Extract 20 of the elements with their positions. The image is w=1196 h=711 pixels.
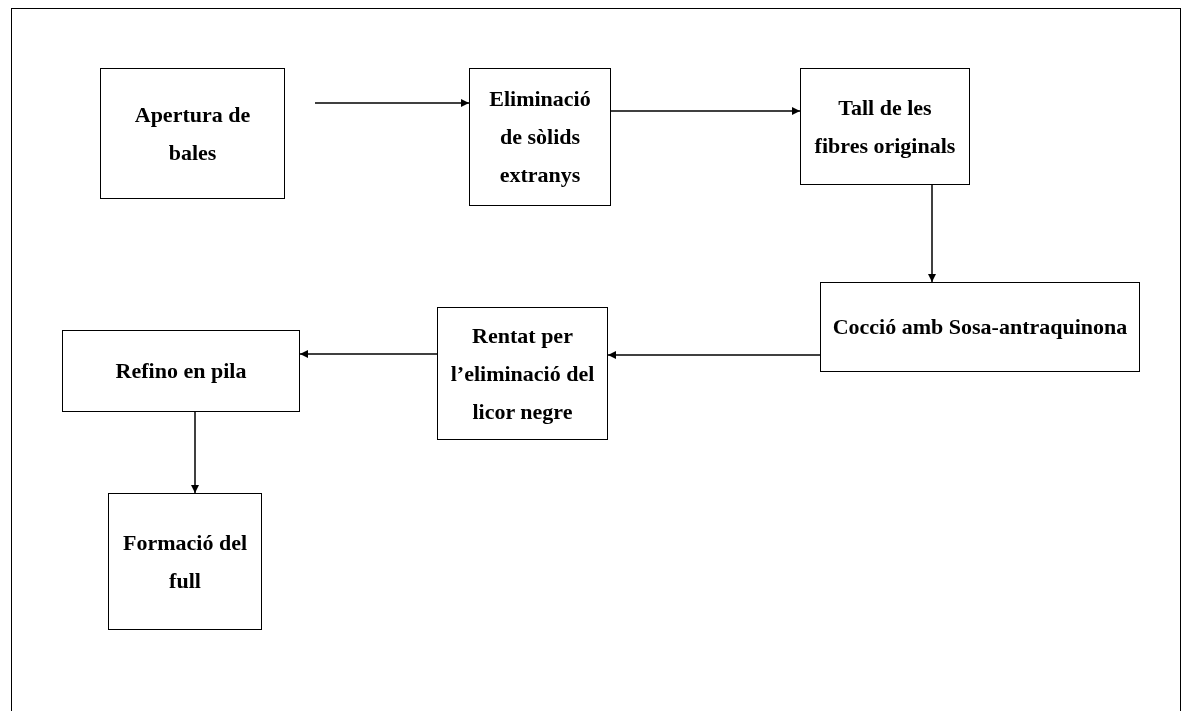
box-label: Formació del full xyxy=(122,528,248,595)
process-box xyxy=(800,68,970,185)
process-box xyxy=(100,68,285,199)
arrow xyxy=(314,99,470,107)
box-label: Refino en pila xyxy=(115,357,247,385)
box-label: Eliminació de sòlids extranys xyxy=(488,85,592,189)
box-label: Cocció amb Sosa-antraquinona xyxy=(832,313,1128,341)
arrow xyxy=(610,107,801,115)
box-label: Apertura de bales xyxy=(133,100,252,167)
arrow xyxy=(928,184,936,283)
process-box xyxy=(469,68,611,206)
arrow xyxy=(191,411,199,494)
box-label: Tall de les fibres originals xyxy=(813,93,957,160)
arrow xyxy=(607,351,821,359)
process-box xyxy=(820,282,1140,372)
arrow xyxy=(299,350,438,358)
box-label: Rentat per l’eliminació del licor negre xyxy=(449,321,596,426)
process-box xyxy=(437,307,608,440)
process-box xyxy=(108,493,262,630)
process-box xyxy=(62,330,300,412)
